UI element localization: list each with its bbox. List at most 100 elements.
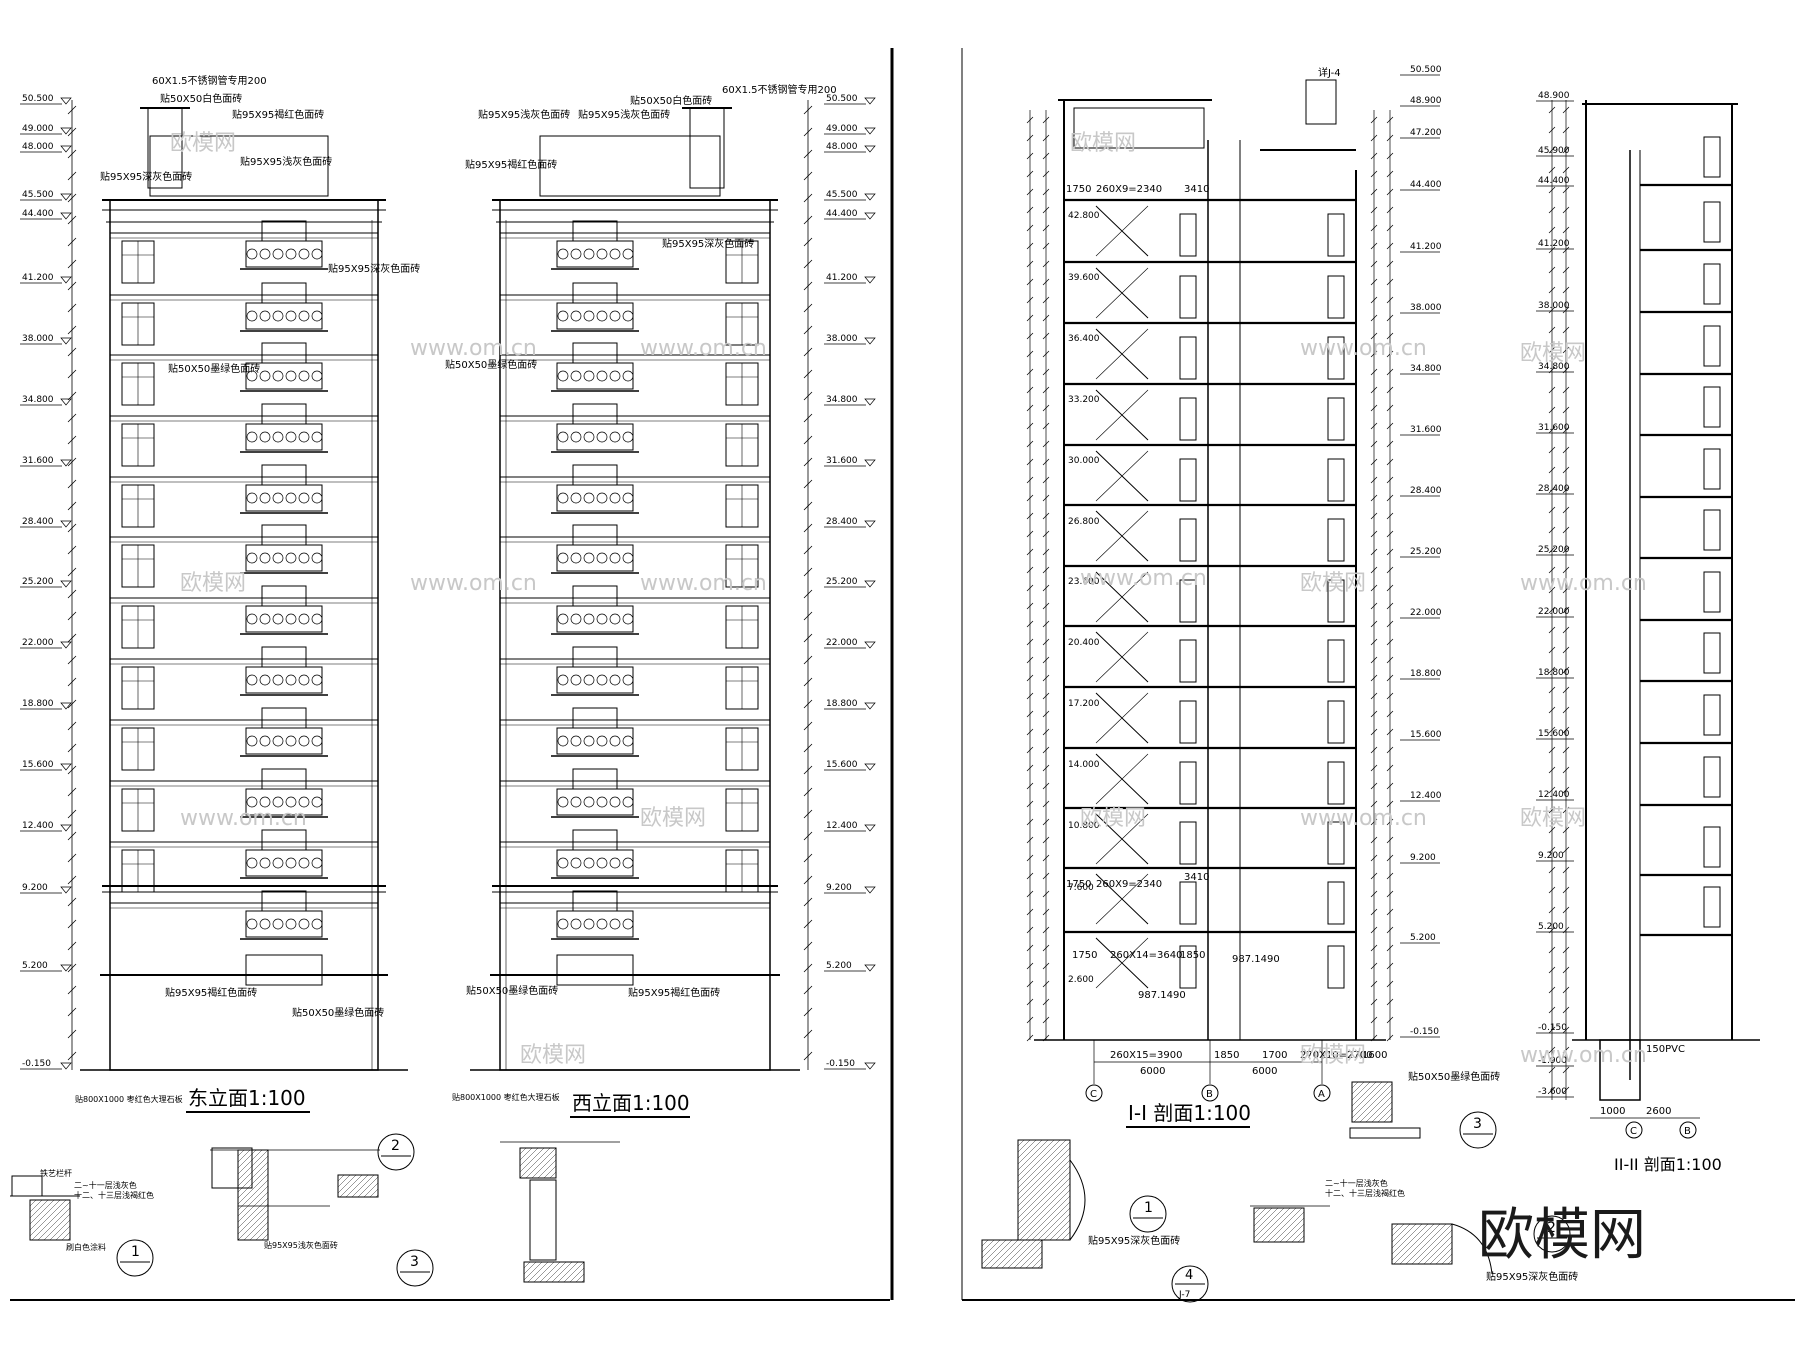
dim-tick: [1026, 980, 1034, 988]
sec1-door: [1179, 397, 1197, 441]
dim-tick: [1562, 126, 1570, 134]
dim-tick: [1548, 886, 1556, 894]
detail-hatch: [1037, 1207, 1071, 1241]
rail-ornament: [298, 918, 310, 930]
level-triangle: [60, 763, 72, 771]
podium-balcony: [245, 954, 323, 986]
dim-tick: [1370, 944, 1378, 952]
sec1-stair-back: [1095, 571, 1149, 623]
dim-tick: [1370, 170, 1378, 178]
dim-tick: [1386, 134, 1394, 142]
dim-tick: [1370, 206, 1378, 214]
rail-ornament: [609, 735, 621, 747]
lvl-west-right: 49.000: [826, 124, 858, 134]
dim-tick: [1370, 728, 1378, 736]
dim-tick: [67, 897, 77, 907]
dim-tick: [1386, 782, 1394, 790]
dim-tick: [1548, 226, 1556, 234]
floor-note-a-right: 二~十一层浅灰色: [1325, 1178, 1388, 1188]
dim-tick: [803, 303, 813, 313]
detail-hatch: [261, 1233, 269, 1241]
rail-ornament: [311, 248, 323, 260]
detail-hatch: [363, 1182, 379, 1198]
sec1-window: [1327, 397, 1345, 441]
tile-note-green-east-base: 贴50X50墨绿色面砖: [292, 1006, 384, 1019]
dim-tick: [1548, 966, 1556, 974]
detail-hatch: [1399, 1223, 1441, 1265]
west-elevation: [470, 100, 813, 1071]
watermark: 欧模网: [1080, 806, 1146, 831]
detail-hatch: [237, 1209, 269, 1241]
tile-note-dark-west: 贴95X95深灰色面砖: [662, 237, 754, 250]
rail-ornament: [298, 796, 310, 808]
dim-tick: [1042, 512, 1050, 520]
dim-tick: [67, 457, 77, 467]
sec1-roof-room: [1073, 107, 1205, 149]
lvl-east-left: 45.500: [22, 190, 54, 200]
sec1-window: [1327, 700, 1345, 744]
detail-hatch: [237, 1167, 269, 1199]
level-labels: 50.50049.00048.00045.50044.40041.20038.0…: [20, 65, 1574, 1098]
detail-hatch: [1017, 1165, 1071, 1219]
dim-tick: [1042, 926, 1050, 934]
watermark: www.om.cn: [410, 336, 537, 361]
tile-note-white-east: 贴50X50白色面砖: [160, 92, 242, 105]
detail-hatch: [237, 1149, 245, 1157]
dim-tick: [1042, 764, 1050, 772]
dim-tick: [803, 1051, 813, 1061]
dim-tick: [1562, 906, 1570, 914]
rail-ornament: [246, 552, 258, 564]
detail-hatch: [1435, 1247, 1453, 1265]
dim-tick: [1562, 246, 1570, 254]
dim-tick: [1370, 746, 1378, 754]
detail-hatch: [1351, 1081, 1377, 1107]
detail-hatch: [581, 1279, 585, 1283]
level-triangle: [60, 1062, 72, 1070]
level-triangle: [60, 193, 72, 201]
dim-tick: [67, 105, 77, 115]
dim-tick: [1562, 106, 1570, 114]
rail-ornament: [272, 248, 284, 260]
dim-tick: [1370, 494, 1378, 502]
floor-note-a-left: 二~十一层浅灰色: [74, 1180, 137, 1190]
dim-tick: [67, 941, 77, 951]
detail-hatch: [1017, 1153, 1071, 1207]
detail-rail: [11, 1175, 43, 1197]
detail-molding-2: [1451, 1223, 1493, 1275]
dim-tick: [67, 215, 77, 225]
balcony-rail: [556, 240, 634, 268]
dim-tick: [1026, 908, 1034, 916]
dim-tick: [1026, 566, 1034, 574]
dim-tick: [67, 655, 77, 665]
rail-ornament: [596, 918, 608, 930]
rail-ornament: [272, 552, 284, 564]
rail-ornament: [285, 310, 297, 322]
detail-sill: [1349, 1127, 1421, 1139]
detail-hatch: [1391, 1223, 1399, 1231]
rail-ornament: [570, 674, 582, 686]
lvl-west-right: 48.000: [826, 142, 858, 152]
dim-tick: [67, 721, 77, 731]
dim-tick: [1562, 586, 1570, 594]
dim-tick: [1548, 1026, 1556, 1034]
sec1-stair-back: [1095, 873, 1149, 925]
dim-tick: [1370, 872, 1378, 880]
dim-tick: [1386, 440, 1394, 448]
sec2-door: [1703, 756, 1721, 798]
rail-ornament: [583, 552, 595, 564]
detail-hatch: [237, 1197, 269, 1229]
rail-ornament: [246, 613, 258, 625]
sec1-floor-level: 42.800: [1068, 211, 1100, 221]
detail-bubble-1-left: 1: [116, 1239, 154, 1277]
rail-ornament: [609, 796, 621, 808]
detail-hatch: [1017, 1177, 1071, 1231]
tile-note-green-west-base: 贴50X50墨绿色面砖: [466, 984, 558, 997]
dim-tick: [1042, 314, 1050, 322]
dim-tick: [1026, 368, 1034, 376]
sec1-floor-level: 14.000: [1068, 760, 1100, 770]
sec1-stair-back: [1095, 267, 1149, 319]
level-triangle: [60, 127, 72, 135]
detail-hatch: [981, 1239, 995, 1253]
detail-hatch: [1013, 1239, 1043, 1269]
sec1-right-level: 41.200: [1410, 242, 1442, 252]
